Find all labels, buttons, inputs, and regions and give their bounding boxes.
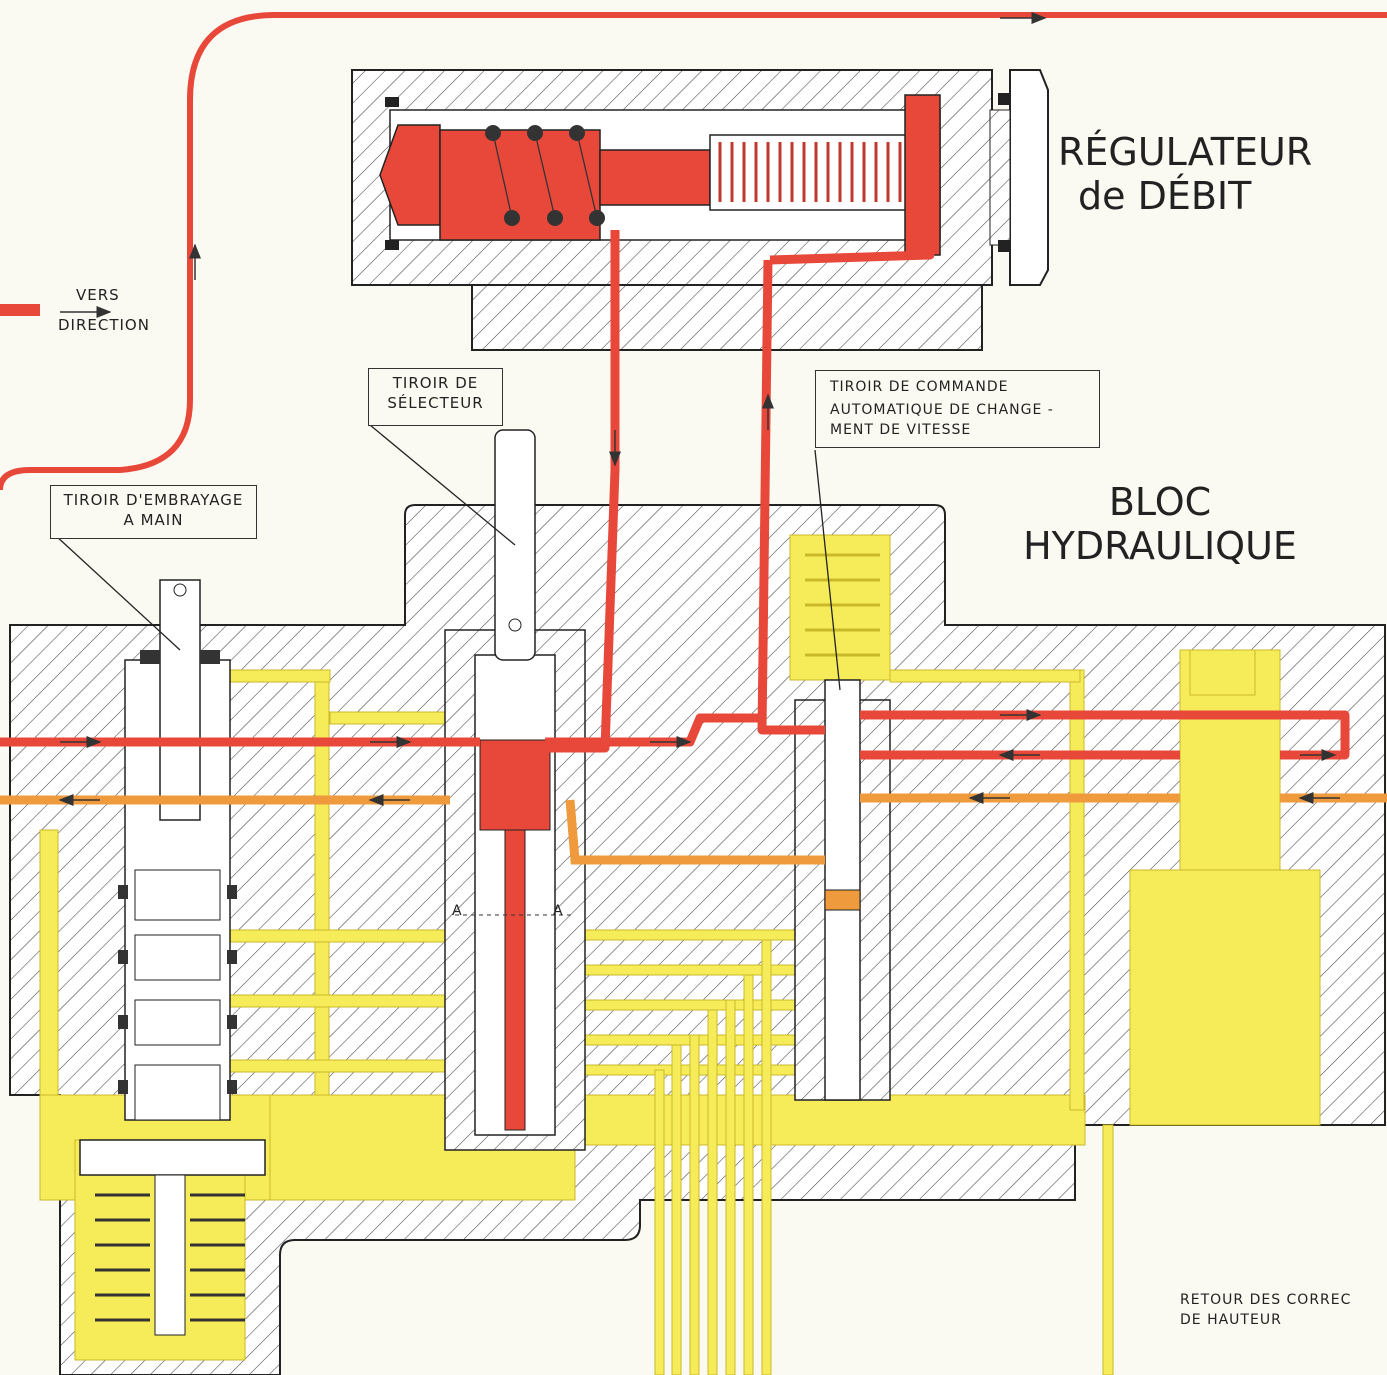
selector-spool <box>444 429 586 1151</box>
gearshift-spool-label-line1: TIROIR DE COMMANDE <box>830 379 1009 395</box>
flow-regulator <box>351 69 1049 351</box>
block-title-line1: BLOC <box>1108 480 1212 524</box>
return-label-line2: DE HAUTEUR <box>1180 1312 1282 1328</box>
return-label-line1: RETOUR DES CORREC <box>1180 1292 1352 1308</box>
clutch-spool <box>79 579 266 1336</box>
section-mark-left: A <box>452 903 462 919</box>
selector-spool-label: TIROIR DE SÉLECTEUR <box>368 368 503 426</box>
block-title: BLOC HYDRAULIQUE <box>1015 480 1305 568</box>
regulator-title-line1: RÉGULATEUR <box>1058 130 1313 174</box>
gearshift-spool <box>794 553 891 1101</box>
block-title-line2: HYDRAULIQUE <box>1023 524 1297 568</box>
clutch-spool-label: TIROIR D'EMBRAYAGE A MAIN <box>50 485 257 539</box>
gearshift-spool-label: TIROIR DE COMMANDE AUTOMATIQUE DE CHANGE… <box>815 370 1100 448</box>
direction-label-line1: VERS <box>76 286 120 304</box>
selector-spool-label-line2: SÉLECTEUR <box>387 394 484 412</box>
clutch-spool-label-line2: A MAIN <box>123 511 184 529</box>
regulator-title-line2: de DÉBIT <box>1078 174 1252 218</box>
selector-spool-label-line1: TIROIR DE <box>392 374 479 392</box>
gearshift-spool-label-line2: AUTOMATIQUE DE CHANGE - <box>830 402 1054 418</box>
leader-lines <box>54 424 841 691</box>
direction-label-line2: DIRECTION <box>58 316 150 334</box>
section-mark-right: A <box>553 903 563 919</box>
flow-arrows <box>58 12 1340 806</box>
return-label: RETOUR DES CORREC DE HAUTEUR <box>1180 1290 1351 1330</box>
direction-label: VERS DIRECTION <box>58 285 150 335</box>
regulator-title: RÉGULATEUR de DÉBIT <box>1058 130 1312 218</box>
gearshift-spool-label-line3: MENT DE VITESSE <box>830 422 972 438</box>
clutch-spool-label-line1: TIROIR D'EMBRAYAGE <box>63 491 244 509</box>
